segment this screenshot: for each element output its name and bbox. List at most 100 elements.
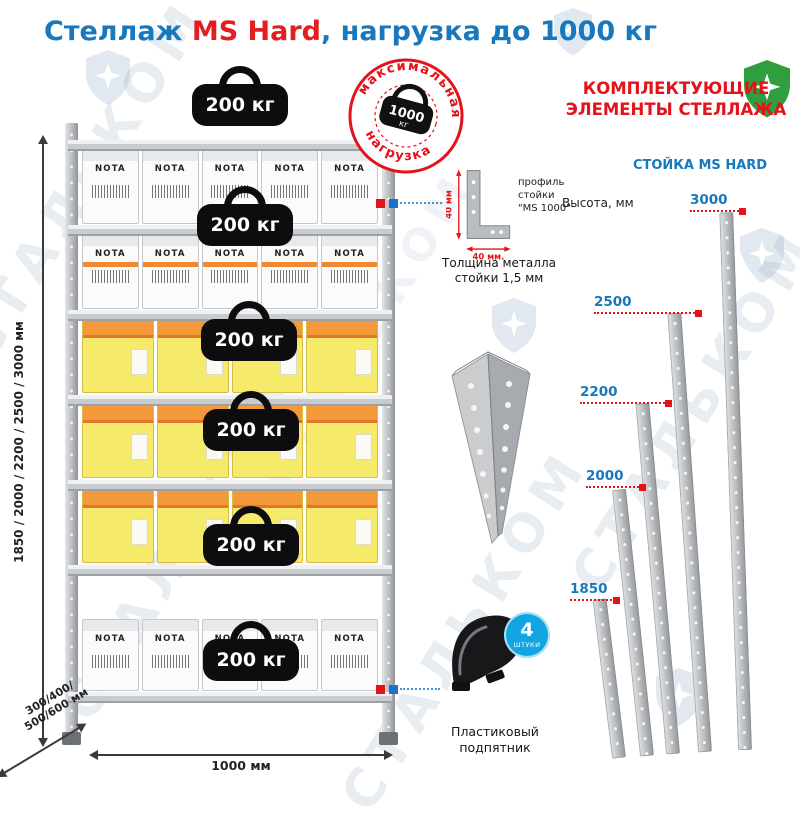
connector-markers-bottom bbox=[376, 685, 398, 694]
box-row: NOTA NOTA NOTA NOTA NOTA bbox=[82, 234, 378, 309]
quantity-count: 4 bbox=[520, 619, 534, 641]
height-dimension-label: 1850 / 2000 / 2200 / 2500 / 3000 мм bbox=[12, 321, 26, 563]
rack-shelf bbox=[68, 395, 392, 406]
post-height-value: 2000 bbox=[586, 468, 624, 484]
post-height-label-3000: 3000 bbox=[690, 192, 746, 214]
shelf-load-value: 200 кг bbox=[216, 534, 286, 556]
shelf-load-value: 200 кг bbox=[216, 419, 286, 441]
storage-box: NOTA bbox=[141, 234, 199, 309]
shelf-load-value: 200 кг bbox=[205, 94, 275, 116]
foot-label-line: подпятник bbox=[459, 739, 531, 755]
connector-line-top bbox=[400, 202, 442, 204]
post-subheading: СТОЙКА MS HARD bbox=[632, 158, 768, 173]
rack-shelf bbox=[68, 565, 392, 576]
post-height-label-2000: 2000 bbox=[586, 468, 646, 490]
connector-line-bottom bbox=[400, 688, 440, 690]
shelf-load-badge: 200 кг bbox=[201, 319, 297, 361]
storage-box: NOTA bbox=[201, 234, 259, 309]
rack-front-post-left bbox=[65, 123, 78, 737]
brand-shield-icon bbox=[744, 60, 790, 118]
rack-foot bbox=[379, 732, 398, 745]
rack-shelf bbox=[68, 480, 392, 491]
box-brand-label: NOTA bbox=[94, 164, 126, 174]
storage-box: NOTA bbox=[321, 234, 378, 309]
title-prefix: Стеллаж bbox=[44, 16, 192, 47]
thickness-note: Толщина металла стойки 1,5 мм bbox=[436, 256, 562, 286]
paper-pack bbox=[306, 489, 378, 563]
storage-box: NOTA bbox=[82, 234, 139, 309]
title-product-name: MS Hard bbox=[191, 16, 322, 47]
max-load-stamp: максимальная нагрузка 1000 кг bbox=[348, 46, 475, 174]
shield-star-icon bbox=[86, 50, 130, 105]
stamp-load-unit: кг bbox=[398, 119, 410, 131]
profile-dim-vertical: 40 мм bbox=[446, 190, 453, 219]
connector-markers-top bbox=[376, 199, 398, 208]
upright-post-3d bbox=[451, 351, 531, 545]
weight-handle bbox=[391, 84, 429, 108]
post-height-label-1850: 1850 bbox=[570, 581, 620, 603]
shelf-load-badge: 200 кг bbox=[197, 204, 293, 246]
plastic-foot-label: Пластиковый подпятник bbox=[434, 724, 556, 755]
red-square-marker bbox=[376, 199, 385, 208]
components-heading-line: КОМПЛЕКТУЮЩИЕ bbox=[582, 79, 770, 98]
page-title: Стеллаж MS Hard, нагрузка до 1000 кг bbox=[44, 16, 657, 47]
box-brand-label: NOTA bbox=[94, 249, 126, 259]
storage-box: NOTA bbox=[141, 619, 199, 691]
box-brand-label: NOTA bbox=[154, 164, 186, 174]
foot-label-line: Пластиковый bbox=[451, 724, 539, 739]
post-profile-diagram: 40 мм 40 мм. bbox=[446, 169, 511, 262]
blue-square-marker bbox=[389, 685, 398, 694]
post-height-label-2500: 2500 bbox=[594, 294, 702, 316]
paper-pack bbox=[306, 319, 378, 393]
shelf-load-value: 200 кг bbox=[210, 214, 280, 236]
height-dimension-line bbox=[38, 135, 48, 747]
box-brand-label: NOTA bbox=[274, 249, 306, 259]
quantity-unit: ШТУКИ bbox=[513, 641, 541, 649]
profile-caption-line: профиль bbox=[518, 177, 565, 188]
shield-star-icon bbox=[740, 228, 784, 283]
post-height-value: 1850 bbox=[570, 581, 608, 597]
box-brand-label: NOTA bbox=[334, 164, 365, 174]
box-brand-label: NOTA bbox=[214, 249, 246, 259]
width-dimension-label: 1000 мм bbox=[211, 758, 271, 773]
rack-front-post-right bbox=[382, 123, 395, 737]
components-heading: КОМПЛЕКТУЮЩИЕ ЭЛЕМЕНТЫ СТЕЛЛАЖА bbox=[556, 78, 796, 121]
paper-pack bbox=[306, 404, 378, 478]
post-height-label-2200: 2200 bbox=[580, 384, 672, 406]
storage-box: NOTA bbox=[321, 619, 378, 691]
profile-caption: профиль стойки "MS 1000" bbox=[518, 176, 571, 215]
profile-dim-horizontal: 40 мм. bbox=[473, 252, 505, 262]
post-1850 bbox=[592, 598, 626, 759]
blue-square-marker bbox=[389, 199, 398, 208]
paper-pack bbox=[82, 489, 154, 563]
storage-box: NOTA bbox=[82, 619, 139, 691]
post-height-value: 3000 bbox=[690, 192, 728, 208]
box-brand-label: NOTA bbox=[274, 164, 306, 174]
shelf-load-badge: 200 кг bbox=[192, 84, 288, 126]
red-square-marker bbox=[376, 685, 385, 694]
shelf-load-value: 200 кг bbox=[214, 329, 284, 351]
post-height-value: 2500 bbox=[594, 294, 632, 310]
thickness-line: Толщина металла bbox=[442, 256, 556, 270]
box-brand-label: NOTA bbox=[154, 249, 186, 259]
weight-body bbox=[379, 95, 434, 135]
box-brand-label: NOTA bbox=[214, 164, 246, 174]
shelf-load-badge: 200 кг bbox=[203, 524, 299, 566]
height-units-label: Высота, мм bbox=[562, 196, 634, 210]
profile-caption-line: стойки bbox=[518, 190, 555, 201]
components-heading-line: ЭЛЕМЕНТЫ СТЕЛЛАЖА bbox=[565, 100, 787, 120]
profile-caption-line: "MS 1000" bbox=[518, 203, 571, 214]
rack-shelf bbox=[68, 140, 392, 151]
box-brand-label: NOTA bbox=[334, 249, 365, 259]
title-suffix: , нагрузка до 1000 кг bbox=[321, 16, 657, 47]
shelf-load-badge: 200 кг bbox=[203, 409, 299, 451]
rack-shelf bbox=[68, 692, 392, 703]
quantity-badge: 4 ШТУКИ bbox=[504, 612, 550, 658]
width-dimension-line bbox=[89, 750, 393, 760]
shield-star-icon bbox=[554, 8, 592, 56]
box-brand-label: NOTA bbox=[94, 634, 126, 644]
pack-row bbox=[82, 489, 378, 563]
storage-box: NOTA bbox=[82, 149, 139, 224]
post-height-value: 2200 bbox=[580, 384, 618, 400]
